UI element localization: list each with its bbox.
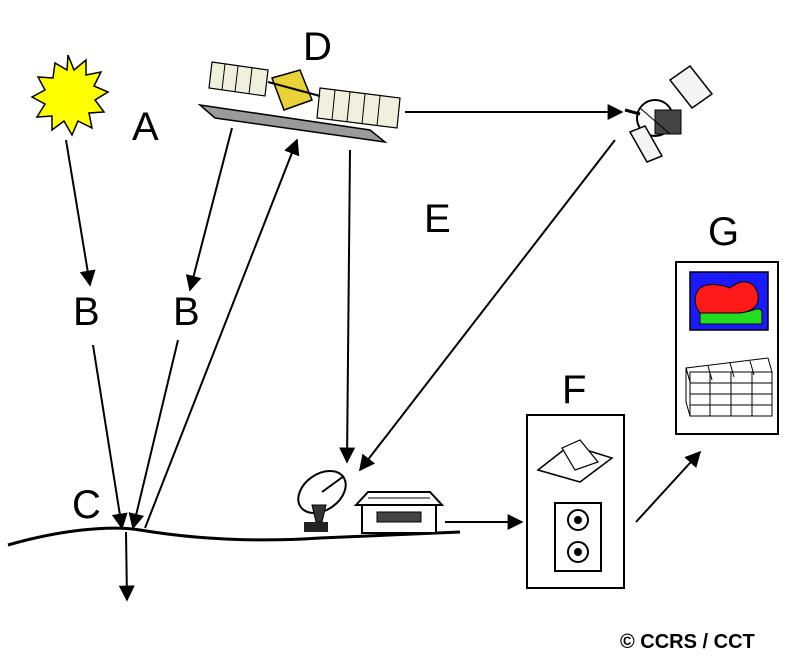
imaging-satellite-icon [197, 61, 401, 144]
arrow-b-right-to-c [128, 339, 179, 530]
label-b-right: B [173, 290, 200, 334]
arrow-ground-to-satellite [144, 138, 300, 529]
label-e: E [424, 197, 451, 241]
output-panel-icon [675, 261, 779, 435]
label-d: D [303, 25, 332, 69]
relay-satellite-icon [624, 64, 714, 163]
ground-surface [7, 526, 461, 547]
arrow-satellite-to-dish [339, 149, 356, 464]
sun-icon [30, 54, 110, 137]
label-g: G [708, 210, 739, 254]
data-cube-icon [685, 357, 773, 417]
arrow-satellite-to-b [185, 127, 233, 292]
copyright-text: © CCRS / CCT [620, 631, 755, 653]
arrow-sun-to-ground [65, 139, 96, 287]
dish-antenna-icon [297, 470, 347, 532]
arrow-relay-to-dish [359, 139, 616, 472]
processing-panel-icon [526, 414, 625, 589]
arrow-ground-penetration [118, 531, 135, 602]
ground-station-icon [353, 491, 445, 534]
arrow-f-to-g [635, 450, 702, 523]
arrow-b-left-to-c [92, 344, 128, 530]
label-f: F [562, 368, 586, 412]
label-c: C [72, 483, 101, 527]
map-image-icon [689, 271, 769, 331]
label-a: A [132, 105, 159, 149]
label-b-left: B [73, 290, 100, 334]
